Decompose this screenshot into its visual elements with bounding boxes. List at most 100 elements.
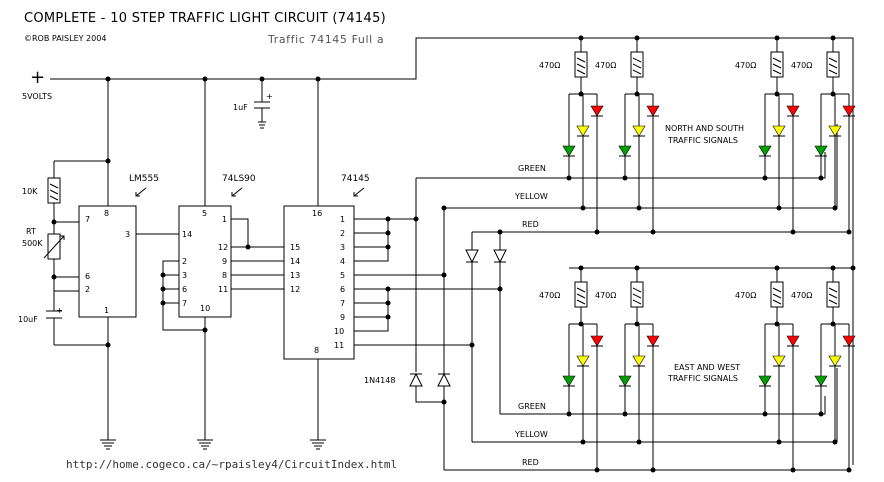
led-icon xyxy=(842,105,856,117)
led-icon xyxy=(632,355,646,367)
ground-icon xyxy=(310,439,326,450)
svg-text:+: + xyxy=(56,306,63,315)
svg-text:16: 16 xyxy=(312,209,322,218)
signal-head-ew-1: 470Ω xyxy=(539,265,604,473)
led-icon xyxy=(632,125,646,137)
signal-head-ns-4: 470Ω xyxy=(791,35,856,235)
svg-text:1uF: 1uF xyxy=(233,103,248,112)
svg-text:9: 9 xyxy=(340,313,345,322)
svg-text:3: 3 xyxy=(182,271,187,280)
svg-text:7: 7 xyxy=(340,299,345,308)
resistor-label: 470Ω xyxy=(595,61,616,70)
resistor-label: 470Ω xyxy=(791,61,812,70)
led-icon xyxy=(576,125,590,137)
svg-text:9: 9 xyxy=(222,257,227,266)
svg-text:6: 6 xyxy=(85,272,90,281)
led-icon xyxy=(646,105,660,117)
svg-text:13: 13 xyxy=(290,271,300,280)
svg-text:3: 3 xyxy=(125,230,130,239)
led-icon xyxy=(828,355,842,367)
ic145-chip xyxy=(283,205,355,360)
led-icon xyxy=(618,375,632,387)
resistor-icon xyxy=(770,51,784,78)
resistor-label: 470Ω xyxy=(735,61,756,70)
resistor-label: 470Ω xyxy=(791,291,812,300)
lm555-arrow xyxy=(135,187,147,197)
resistor-10k: 10K xyxy=(22,161,79,223)
svg-text:3: 3 xyxy=(340,243,345,252)
led-icon xyxy=(772,355,786,367)
ic145-label: 74145 xyxy=(341,174,370,184)
resistor-icon xyxy=(630,51,644,78)
led-icon xyxy=(786,335,800,347)
lm555-chip xyxy=(78,205,137,318)
led-icon xyxy=(590,105,604,117)
svg-text:+: + xyxy=(266,92,273,101)
led-icon xyxy=(758,145,772,157)
resistor-label: 470Ω xyxy=(735,291,756,300)
page-title: COMPLETE - 10 STEP TRAFFIC LIGHT CIRCUIT… xyxy=(24,11,386,26)
ns-title-2: TRAFFIC SIGNALS xyxy=(667,136,738,145)
diode-icon xyxy=(493,249,507,264)
svg-text:10: 10 xyxy=(200,304,210,313)
svg-text:10K: 10K xyxy=(22,187,38,196)
svg-text:8: 8 xyxy=(104,209,109,218)
signal-head-ew-4: 470Ω xyxy=(791,265,856,473)
ns-green-bus xyxy=(416,152,826,179)
led-icon xyxy=(576,355,590,367)
led-icon xyxy=(562,145,576,157)
svg-text:7: 7 xyxy=(182,299,187,308)
signal-head-ns-2: 470Ω xyxy=(595,35,660,235)
ew-yellow-label: YELLOW xyxy=(514,430,548,439)
power-rail-wire xyxy=(50,37,854,465)
diode-icon xyxy=(465,249,479,264)
diode-icon xyxy=(437,372,451,387)
ns-yellow-label: YELLOW xyxy=(514,192,548,201)
svg-text:11: 11 xyxy=(334,341,344,350)
ns-yellow-bus xyxy=(444,124,838,209)
svg-text:11: 11 xyxy=(218,285,228,294)
led-icon xyxy=(786,105,800,117)
diode-label: 1N4148 xyxy=(364,376,395,385)
ew-green-label: GREEN xyxy=(518,402,546,411)
svg-text:12: 12 xyxy=(290,285,300,294)
ns-green-label: GREEN xyxy=(518,164,546,173)
svg-text:1: 1 xyxy=(104,306,109,315)
supply-label: 5VOLTS xyxy=(22,92,52,101)
diode-icon xyxy=(409,372,423,387)
resistor-label: 470Ω xyxy=(539,291,560,300)
ic145-arrow xyxy=(353,187,365,197)
ls90-arrow xyxy=(231,187,243,197)
resistor-icon xyxy=(770,281,784,308)
ew-green-bus xyxy=(500,396,826,415)
resistor-icon xyxy=(630,281,644,308)
footer-url: http://home.cogeco.ca/~rpaisley4/Circuit… xyxy=(66,458,397,471)
svg-text:2: 2 xyxy=(340,229,345,238)
led-icon xyxy=(758,375,772,387)
svg-text:15: 15 xyxy=(290,243,300,252)
svg-text:2: 2 xyxy=(182,257,187,266)
ew-red-bus xyxy=(444,340,850,471)
svg-text:7: 7 xyxy=(85,215,90,224)
svg-text:10uF: 10uF xyxy=(18,315,38,324)
ground-icon xyxy=(197,439,213,450)
signal-head-ns-1: 470Ω xyxy=(539,35,604,235)
subtitle: Traffic 74145 Full a xyxy=(267,33,384,46)
resistor-label: 470Ω xyxy=(539,61,560,70)
svg-text:6: 6 xyxy=(182,285,187,294)
resistor-icon xyxy=(574,51,588,78)
svg-text:5: 5 xyxy=(340,271,345,280)
copyright: ©ROB PAISLEY 2004 xyxy=(24,34,106,43)
svg-text:4: 4 xyxy=(340,257,345,266)
lm555-label: LM555 xyxy=(129,174,159,184)
led-icon xyxy=(814,375,828,387)
resistor-icon xyxy=(826,51,840,78)
ns-red-label: RED xyxy=(522,220,539,229)
led-icon xyxy=(618,145,632,157)
signal-head-ns-3: 470Ω xyxy=(735,35,800,235)
ls90-label: 74LS90 xyxy=(222,174,256,184)
led-icon xyxy=(772,125,786,137)
led-icon xyxy=(828,125,842,137)
svg-text:8: 8 xyxy=(222,271,227,280)
